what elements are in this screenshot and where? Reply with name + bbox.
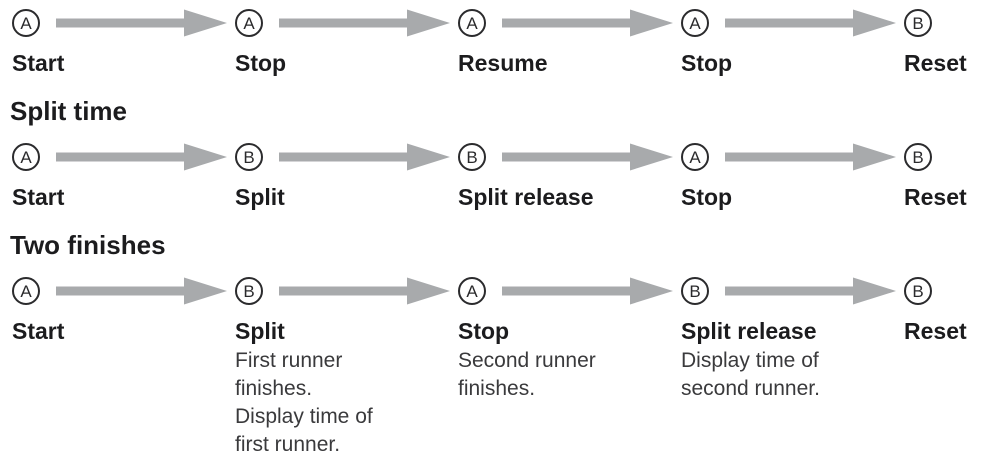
arrow-icon: [279, 143, 450, 171]
button-b-icon: B: [458, 143, 486, 171]
arrow-icon: [502, 143, 673, 171]
button-b-icon: B: [904, 9, 932, 37]
button-b-icon: B: [904, 277, 932, 305]
arrow-icon: [56, 277, 227, 305]
step-label: Stop: [681, 50, 733, 76]
step-label: Split: [235, 184, 285, 210]
step-label: Stop: [681, 184, 733, 210]
arrow-icon: [725, 9, 896, 37]
arrow-icon: [725, 277, 896, 305]
step-label: Reset: [904, 184, 967, 210]
step-label: Split: [235, 318, 285, 344]
section-heading-split-time: Split time: [10, 96, 128, 126]
step-reset: B Reset: [904, 142, 985, 210]
step-label: Start: [12, 50, 65, 76]
step-split: B Split First runner finishes. Display t…: [235, 276, 458, 459]
step-resume: A Resume: [458, 8, 681, 76]
arrow-icon: [56, 9, 227, 37]
step-label: Reset: [904, 318, 967, 344]
button-b-icon: B: [681, 277, 709, 305]
step-label: Split release: [681, 318, 817, 344]
step-split-release: B Split release: [458, 142, 681, 210]
step-stop: A Stop Second runner finishes.: [458, 276, 681, 459]
step-stop: A Stop: [235, 8, 458, 76]
step-split-release: B Split release Display time of second r…: [681, 276, 904, 459]
arrow-icon: [279, 277, 450, 305]
step-reset: B Reset: [904, 276, 985, 459]
step-description: First runner finishes. Display time of f…: [235, 349, 373, 456]
sequence-row-two-finishes: A Start B Split First runner finishes. D…: [12, 276, 985, 459]
step-label: Resume: [458, 50, 548, 76]
arrow-icon: [279, 9, 450, 37]
button-a-icon: A: [235, 9, 263, 37]
step-label: Reset: [904, 50, 967, 76]
step-label: Start: [12, 184, 65, 210]
button-b-icon: B: [235, 277, 263, 305]
step-description: Display time of second runner.: [681, 349, 820, 400]
button-a-icon: A: [12, 143, 40, 171]
button-a-icon: A: [681, 9, 709, 37]
step-stop: A Stop: [681, 8, 904, 76]
step-label: Stop: [235, 50, 287, 76]
sequence-row-split-time: A Start B Split B Split release A Sto: [12, 142, 985, 210]
arrow-icon: [725, 143, 896, 171]
arrow-icon: [56, 143, 227, 171]
step-label: Stop: [458, 318, 510, 344]
button-a-icon: A: [458, 9, 486, 37]
step-start: A Start: [12, 276, 235, 459]
step-stop: A Stop: [681, 142, 904, 210]
sequence-row-basic: A Start A Stop A Resume A Stop: [12, 8, 985, 76]
step-start: A Start: [12, 8, 235, 76]
button-a-icon: A: [458, 277, 486, 305]
button-b-icon: B: [904, 143, 932, 171]
step-reset: B Reset: [904, 8, 985, 76]
arrow-icon: [502, 277, 673, 305]
step-label: Split release: [458, 184, 594, 210]
step-description: Second runner finishes.: [458, 349, 596, 400]
arrow-icon: [502, 9, 673, 37]
step-start: A Start: [12, 142, 235, 210]
button-b-icon: B: [235, 143, 263, 171]
step-label: Start: [12, 318, 65, 344]
step-split: B Split: [235, 142, 458, 210]
button-a-icon: A: [12, 9, 40, 37]
button-a-icon: A: [12, 277, 40, 305]
section-heading-two-finishes: Two finishes: [10, 230, 166, 260]
button-a-icon: A: [681, 143, 709, 171]
